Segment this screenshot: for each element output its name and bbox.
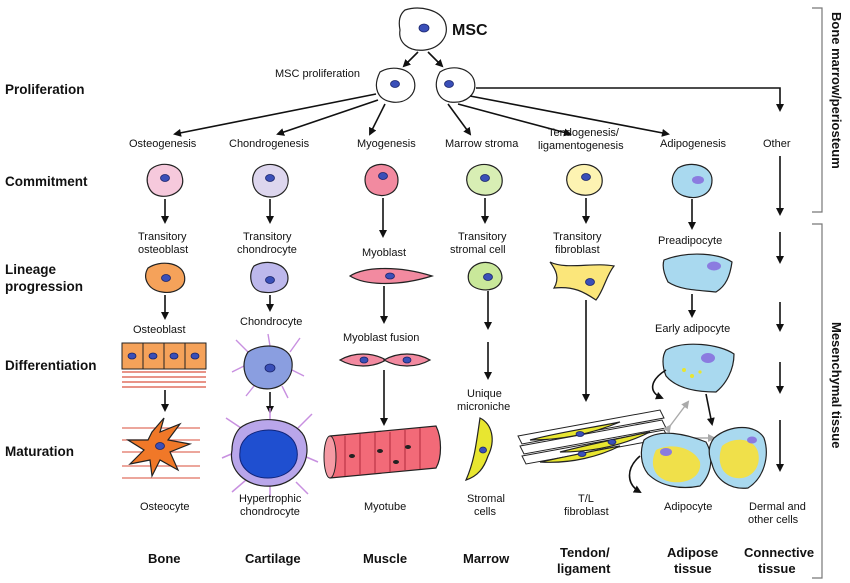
tissue-connective-1: Connective xyxy=(744,545,814,560)
early-adipocyte-cell xyxy=(662,343,735,393)
chondrocyte-cell xyxy=(231,333,305,399)
msc-cell xyxy=(398,7,447,51)
sidebar-mesenchymal: Mesenchymal tissue xyxy=(829,322,844,448)
commitment-marrow-stroma: Marrow stroma xyxy=(445,138,519,150)
unique-microniche-1: Unique xyxy=(467,388,502,400)
commitment-tendogenesis-1: Tendogenesis/ xyxy=(548,127,620,139)
tendon-commit-cell xyxy=(566,163,603,196)
commitment-osteogenesis: Osteogenesis xyxy=(129,138,197,150)
myoblast-label: Myoblast xyxy=(362,247,406,259)
transitory-osteoblast-cell xyxy=(145,262,186,293)
myoblast-fusion-cells xyxy=(338,353,432,367)
transitory-fibroblast-1: Transitory xyxy=(553,231,602,243)
transitory-stromal-cell xyxy=(467,261,503,291)
stage-lineage-progression-1: Lineage xyxy=(5,262,57,277)
transitory-chondrocyte-2: chondrocyte xyxy=(237,244,297,256)
stage-differentiation: Differentiation xyxy=(5,358,97,373)
tl-fibroblast-bundle xyxy=(517,409,669,465)
bone-marrow-bracket xyxy=(812,7,823,213)
tl-fibroblast-label-1: T/L xyxy=(578,493,594,505)
dermal-label-1: Dermal and xyxy=(749,501,806,513)
transitory-osteoblast-2: osteoblast xyxy=(138,244,188,256)
chondrocyte-label: Chondrocyte xyxy=(240,316,302,328)
hypertrophic-label-2: chondrocyte xyxy=(240,506,300,518)
transitory-stromal-1: Transitory xyxy=(458,231,507,243)
osteocyte-cell xyxy=(122,417,200,479)
adipocyte-cell-left xyxy=(640,432,712,489)
transitory-stromal-2: stromal cell xyxy=(450,244,506,256)
myoblast-fusion-label: Myoblast fusion xyxy=(343,332,419,344)
proliferated-cell-left xyxy=(375,67,416,103)
early-adipocyte-label: Early adipocyte xyxy=(655,323,730,335)
tissue-cartilage: Cartilage xyxy=(245,551,301,566)
tissue-tendon-2: ligament xyxy=(557,561,611,576)
stage-commitment: Commitment xyxy=(5,174,88,189)
osteo-commit-cell xyxy=(146,163,184,197)
tissue-adipose-2: tissue xyxy=(674,561,712,576)
adipocyte-cell-right xyxy=(708,426,767,489)
myotube xyxy=(323,425,442,479)
stromal-label-2: cells xyxy=(474,506,497,518)
msc-title: MSC xyxy=(452,22,488,39)
transitory-chondrocyte-1: Transitory xyxy=(243,231,292,243)
preadipocyte-cell xyxy=(662,253,733,293)
osteoblast-layer xyxy=(121,342,207,388)
myo-commit-cell xyxy=(364,163,399,197)
sidebar-bone-marrow: Bone marrow/periosteum xyxy=(829,12,844,169)
transitory-osteoblast-1: Transitory xyxy=(138,231,187,243)
stroma-commit-cell xyxy=(466,163,503,196)
hypertrophic-chondrocyte-cell xyxy=(221,408,319,496)
unique-microniche-2: microniche xyxy=(457,401,510,413)
myoblast-cell xyxy=(348,267,435,285)
stage-proliferation: Proliferation xyxy=(5,82,85,97)
adipo-commit-cell xyxy=(671,163,713,199)
dermal-label-2: other cells xyxy=(748,514,799,526)
commitment-chondrogenesis: Chondrogenesis xyxy=(229,138,310,150)
myotube-label: Myotube xyxy=(364,501,406,513)
mesenchymal-bracket xyxy=(812,223,823,579)
stage-lineage-progression-2: progression xyxy=(5,279,83,294)
tl-fibroblast-label-2: fibroblast xyxy=(564,506,609,518)
hypertrophic-label-1: Hypertrophic xyxy=(239,493,302,505)
transitory-fibroblast-cell xyxy=(549,261,616,301)
tissue-muscle: Muscle xyxy=(363,551,407,566)
msc-proliferation-label: MSC proliferation xyxy=(275,68,360,80)
tissue-connective-2: tissue xyxy=(758,561,796,576)
tissue-tendon-1: Tendon/ xyxy=(560,545,610,560)
stromal-cell xyxy=(464,417,493,481)
commitment-other: Other xyxy=(763,138,791,150)
osteoblast-label: Osteoblast xyxy=(133,324,186,336)
tissue-adipose-1: Adipose xyxy=(667,545,718,560)
stromal-label-1: Stromal xyxy=(467,493,505,505)
osteocyte-label: Osteocyte xyxy=(140,501,190,513)
commitment-tendogenesis-2: ligamentogenesis xyxy=(538,140,624,152)
transitory-chondrocyte-cell xyxy=(250,261,289,294)
tissue-bone: Bone xyxy=(148,551,181,566)
tissue-marrow: Marrow xyxy=(463,551,510,566)
chondro-commit-cell xyxy=(252,163,289,198)
transitory-fibroblast-2: fibroblast xyxy=(555,244,600,256)
preadipocyte-label: Preadipocyte xyxy=(658,235,722,247)
commitment-myogenesis: Myogenesis xyxy=(357,138,416,150)
adipocyte-label: Adipocyte xyxy=(664,501,712,513)
stage-maturation: Maturation xyxy=(5,444,74,459)
proliferated-cell-right xyxy=(435,67,476,103)
commitment-adipogenesis: Adipogenesis xyxy=(660,138,727,150)
